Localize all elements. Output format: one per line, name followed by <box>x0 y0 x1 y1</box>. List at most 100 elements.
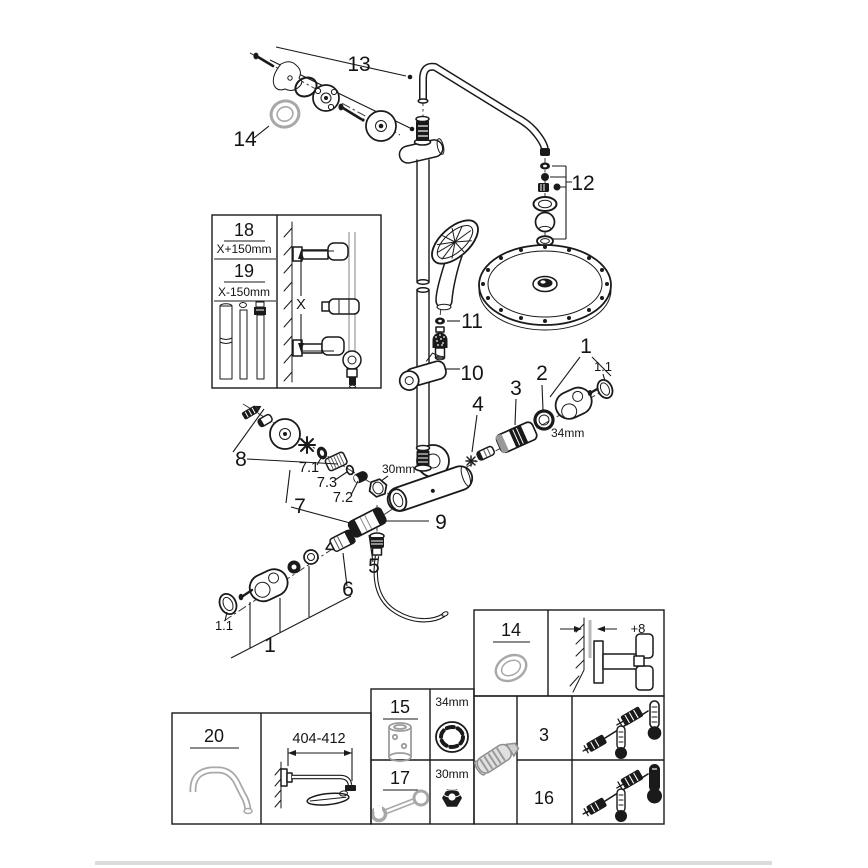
ring-nut-2 <box>533 409 555 431</box>
part-20: 20 <box>204 726 224 746</box>
ring-nut-34mm <box>435 721 469 753</box>
callout-1-1-left: 1.1 <box>215 618 233 633</box>
callout-1-1-right: 1.1 <box>594 359 612 374</box>
hose-connection-9: 9 <box>369 511 449 623</box>
ring-7-1 <box>316 446 328 460</box>
thermometer-icon <box>615 725 627 759</box>
callout-2: 2 <box>536 362 548 385</box>
socket-tool <box>388 722 412 762</box>
valve-body <box>386 465 474 512</box>
temperature-handle-parts-8-7: 30mm 8 7.1 7.3 7.2 7 <box>232 405 415 528</box>
arm-sketch <box>189 766 253 815</box>
check-valve-cartridge <box>474 742 520 776</box>
part-15: 15 <box>390 697 410 717</box>
callout-1-right: 1 <box>580 335 592 358</box>
part-19: 19 <box>234 261 254 281</box>
row-16: 16 <box>534 788 554 808</box>
escutcheon <box>365 110 397 142</box>
screw <box>253 52 275 68</box>
wall-depth-sketch: +8 <box>560 617 654 693</box>
handle-wheel <box>269 418 301 450</box>
screw <box>338 103 365 122</box>
footer-bar <box>95 861 772 865</box>
knurled-sleeve <box>324 451 348 472</box>
dim-34mm: 34mm <box>551 426 584 440</box>
inset-tools: 15 34mm 17 30mm <box>370 688 475 825</box>
dim-30mm: 30mm <box>382 462 415 476</box>
spindle-6 <box>325 529 356 552</box>
arm-end-fitting <box>540 148 550 156</box>
arm-dimension-sketch: 404-412 <box>274 731 356 809</box>
callout-9: 9 <box>435 511 447 534</box>
inset-rail-length: 18 X+150mm 19 X-150mm <box>211 214 382 389</box>
callout-4: 4 <box>472 393 484 416</box>
nut-30mm <box>368 478 388 498</box>
mounting-point-dot <box>407 74 413 80</box>
wall-bracket-assembly-13: 13 <box>253 46 415 142</box>
callout-10: 10 <box>460 362 483 385</box>
callout-7-3: 7.3 <box>317 475 337 491</box>
thermometer-icon <box>647 764 662 804</box>
bush-7-2 <box>353 471 368 484</box>
o-ring <box>294 76 318 98</box>
grub-screw <box>241 405 262 420</box>
wrench-tool <box>370 789 430 823</box>
valve-thermo-cell-row3 <box>582 700 662 759</box>
rain-shower-head <box>478 244 612 331</box>
dim-x: X <box>296 297 306 313</box>
callout-7: 7 <box>294 495 306 518</box>
washer-11: 11 <box>435 310 483 333</box>
spline-star <box>298 436 316 454</box>
dim-404-412: 404-412 <box>292 731 345 747</box>
riser-pipe <box>398 115 445 450</box>
thermostat-valve <box>386 444 474 512</box>
callout-14: 14 <box>233 128 257 151</box>
callout-6: 6 <box>342 578 354 601</box>
shower-arm <box>417 62 550 156</box>
callout-7-1: 7.1 <box>299 460 319 476</box>
dim-plus8: +8 <box>631 621 646 636</box>
nut-30mm-icon <box>442 789 462 807</box>
thermometer-icon <box>647 700 662 740</box>
part-17: 17 <box>390 768 410 788</box>
thermo-cartridge-5 <box>347 507 387 538</box>
seal-ring-14: 14 <box>233 99 301 151</box>
o-ring-7-3 <box>345 464 355 476</box>
bracket-plate <box>272 61 303 91</box>
callout-11: 11 <box>461 310 483 333</box>
head-joint-parts-12: 12 <box>525 162 595 284</box>
shower-hose <box>373 555 446 623</box>
thermometer-icon <box>615 788 627 822</box>
callout-3: 3 <box>510 377 522 400</box>
hand-shower <box>431 219 479 311</box>
size-30mm: 30mm <box>435 767 468 781</box>
callout-5: 5 <box>368 555 380 578</box>
inset-shower-arm: 20 404-412 <box>171 712 372 825</box>
valve-thermo-cell-row16 <box>582 764 662 822</box>
part-18: 18 <box>234 220 254 240</box>
star-washer-4 <box>465 455 477 467</box>
cartridge-3 <box>495 421 538 454</box>
inset-seal-depth: 14 +8 <box>473 609 665 697</box>
manifold-flange <box>312 84 340 112</box>
inset-check-valves: 3 16 <box>473 695 665 825</box>
len-19: X-150mm <box>218 285 270 299</box>
part-14: 14 <box>501 620 521 640</box>
len-18: X+150mm <box>216 242 271 256</box>
mounting-point-dot <box>409 126 415 132</box>
check-valve-4 <box>476 445 496 461</box>
stop-valve-parts-left-1: 1 1.1 <box>215 549 352 659</box>
slider-holder-10: 10 <box>398 352 484 391</box>
nozzle-dots <box>481 245 609 323</box>
callout-7-2: 7.2 <box>333 490 353 506</box>
callout-1-left: 1 <box>264 634 276 657</box>
callout-12: 12 <box>571 172 594 195</box>
hose-connector <box>432 326 448 361</box>
cartridge-parts-5-6: 5 6 <box>325 507 387 601</box>
callout-8: 8 <box>235 448 247 471</box>
adapter-bush <box>257 413 273 428</box>
row-3: 3 <box>539 725 549 745</box>
stop-valve-parts-right-1-2-3-4: 34mm 4 3 2 1 1.1 <box>465 335 614 467</box>
